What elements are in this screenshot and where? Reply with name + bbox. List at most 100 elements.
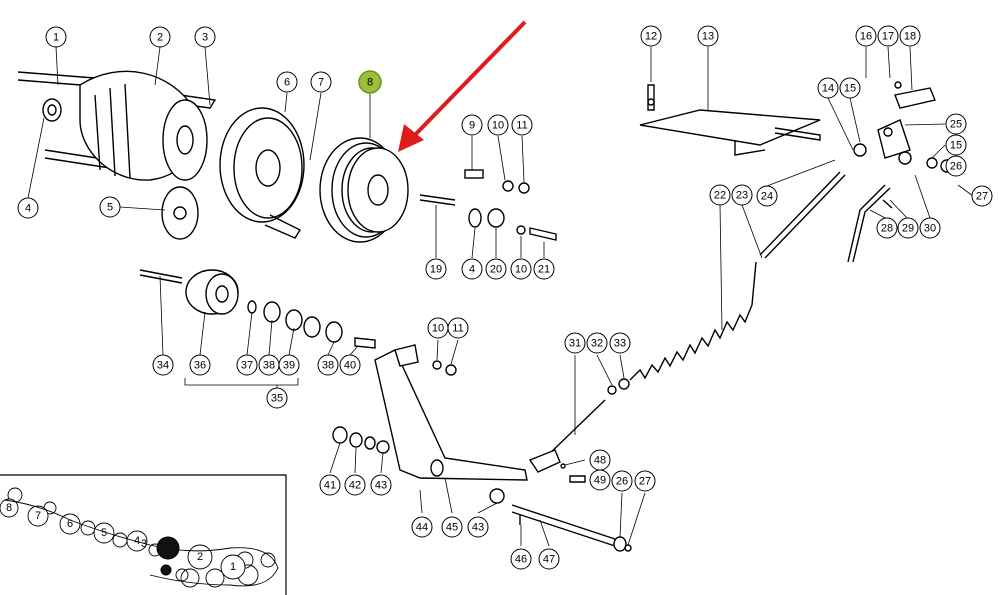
callout-part-31: 31	[564, 332, 586, 354]
callout-part-44: 44	[411, 516, 433, 538]
callout-number: 5	[107, 202, 113, 214]
callout-part-19: 19	[425, 258, 447, 280]
callout-number: 37	[241, 360, 253, 372]
inset-pulley	[180, 568, 200, 588]
callout-part-2: 2	[149, 26, 171, 48]
inset-label: 1	[230, 561, 236, 573]
callout-number: 29	[902, 223, 914, 235]
callout-number: 48	[594, 455, 606, 467]
callout-number: 33	[614, 338, 626, 350]
callout-number: 42	[349, 480, 361, 492]
callout-part-24: 24	[756, 185, 778, 207]
callout-number: 45	[446, 522, 458, 534]
callout-part-41: 41	[319, 474, 341, 496]
callout-number: 38	[322, 360, 334, 372]
callout-part-27: 27	[971, 185, 993, 207]
callout-part-17: 17	[877, 25, 899, 47]
callout-number: 15	[950, 140, 962, 152]
callout-number: 24	[761, 191, 773, 203]
callout-number: 10	[492, 120, 504, 132]
callout-number: 25	[950, 119, 962, 131]
callout-number: 11	[452, 323, 463, 335]
callout-number: 9	[469, 120, 475, 132]
callout-part-3: 3	[194, 26, 216, 48]
callout-part-4: 4	[17, 197, 39, 219]
callout-part-16: 16	[855, 25, 877, 47]
callout-part-38: 38	[258, 354, 280, 376]
inset-label: 4	[134, 535, 140, 547]
inset-pulley	[27, 505, 49, 527]
callout-part-37: 37	[236, 354, 258, 376]
callout-number: 26	[616, 476, 628, 488]
callout-number: 30	[924, 223, 936, 235]
callout-part-9: 9	[461, 114, 483, 136]
callout-number: 13	[702, 31, 714, 43]
callout-part-15: 15	[945, 134, 967, 156]
callout-number: 46	[515, 554, 527, 566]
callout-part-43: 43	[467, 516, 489, 538]
callout-part-49: 49	[589, 469, 611, 491]
callout-number: 26	[950, 161, 962, 173]
callout-number: 22	[714, 190, 726, 202]
callout-part-39: 39	[278, 354, 300, 376]
callout-part-25: 25	[945, 113, 967, 135]
inset-small-dark	[160, 564, 172, 576]
callout-part-43: 43	[370, 474, 392, 496]
callout-part-46: 46	[510, 548, 532, 570]
inset-pulley	[0, 498, 19, 518]
callout-part-21: 21	[533, 258, 555, 280]
callout-part-15: 15	[839, 77, 861, 99]
callout-number: 36	[194, 360, 206, 372]
callout-number: 34	[157, 360, 169, 372]
callout-number: 17	[882, 31, 894, 43]
callout-part-40: 40	[339, 354, 361, 376]
callout-number: 47	[543, 554, 555, 566]
callout-number: 44	[416, 522, 428, 534]
callout-number: 3	[202, 32, 208, 44]
callout-number: 39	[283, 360, 295, 372]
callout-part-10: 10	[487, 114, 509, 136]
callout-part-12: 12	[640, 25, 662, 47]
callout-number: 49	[594, 475, 606, 487]
callout-number: 10	[515, 264, 527, 276]
callout-number: 28	[881, 223, 893, 235]
callout-number: 4	[25, 203, 31, 215]
callout-part-13: 13	[697, 25, 719, 47]
callout-part-27: 27	[634, 470, 656, 492]
callout-part-4: 4	[461, 258, 483, 280]
callout-number: 12	[645, 31, 657, 43]
callout-number: 10	[432, 323, 444, 335]
inset-pulley	[175, 568, 189, 582]
callout-part-30: 30	[919, 217, 941, 239]
callout-part-48: 48	[589, 449, 611, 471]
callout-number: 31	[569, 338, 581, 350]
callout-number: 41	[324, 480, 336, 492]
callout-part-11: 11	[511, 114, 533, 136]
callout-part-10: 10	[427, 317, 449, 339]
inset-label: 2	[197, 551, 203, 563]
callout-number: 8	[367, 77, 373, 89]
callout-part-5: 5	[99, 196, 121, 218]
inset-pulley	[260, 552, 276, 568]
callout-part-28: 28	[876, 217, 898, 239]
callout-number: 40	[344, 360, 356, 372]
callout-part-33: 33	[609, 332, 631, 354]
inset-label: 6	[67, 518, 73, 530]
inset-pulley	[93, 522, 115, 544]
callout-part-10: 10	[510, 258, 532, 280]
callout-number: 11	[516, 120, 527, 132]
inset-label: 8	[6, 502, 12, 514]
callout-number: 38	[263, 360, 275, 372]
callout-part-22: 22	[709, 184, 731, 206]
callout-part-18: 18	[899, 25, 921, 47]
callout-part-29: 29	[897, 217, 919, 239]
callout-part-11: 11	[447, 317, 469, 339]
callout-number: 32	[591, 338, 603, 350]
callout-part-35: 35	[266, 387, 288, 409]
callout-number: 23	[736, 190, 748, 202]
callout-part-1: 1	[45, 26, 67, 48]
callout-number: 6	[284, 77, 290, 89]
callout-number: 1	[53, 32, 59, 44]
